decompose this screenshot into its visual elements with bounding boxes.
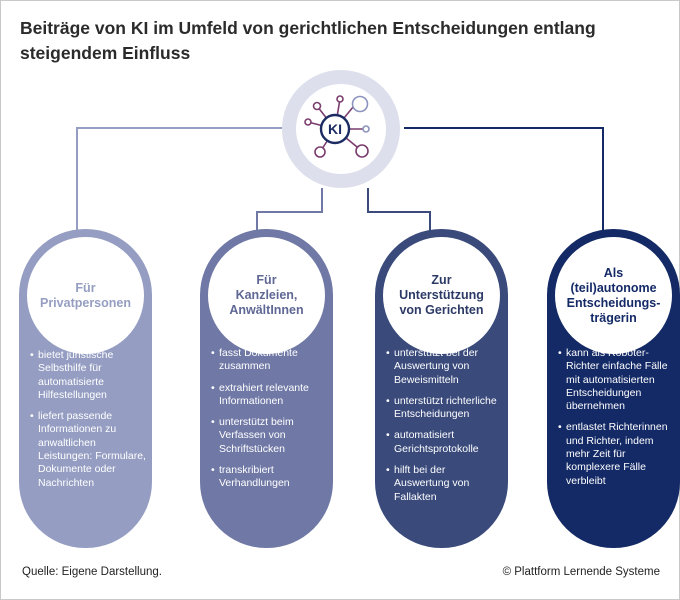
- bullet-list: unterstützt bei der Auswertung von Bewei…: [386, 347, 502, 512]
- column-kanzleien: Für Kanzleien, AnwältInnen fasst Dokumen…: [200, 229, 333, 548]
- bullet-item: hilft bei der Auswertung von Fallakten: [386, 464, 502, 504]
- column-heading-line: Für: [75, 280, 96, 295]
- title-line-2: steigendem Einfluss: [20, 43, 191, 63]
- bullet-item: kann als Roboter-Richter einfache Fälle …: [558, 347, 674, 413]
- bullet-item: fasst Dokumente zusammen: [211, 347, 327, 374]
- bullet-item: unterstützt beim Verfassen von Schriftst…: [211, 416, 327, 456]
- column-heading-line: Für: [256, 273, 277, 287]
- source-note: Quelle: Eigene Darstellung.: [22, 566, 162, 578]
- ki-core-circle: [319, 113, 351, 145]
- figure-title: Beiträge von KI im Umfeld von gerichtlic…: [20, 16, 640, 66]
- column-heading-circle: Für Kanzleien, AnwältInnen: [208, 237, 325, 354]
- bullet-item: entlastet Richterinnen und Richter, inde…: [558, 421, 674, 487]
- bullet-item: unterstützt richterliche Entscheidungen: [386, 395, 502, 422]
- column-entscheidungstraegerin: Als (teil)autonome Entscheidungs- träger…: [547, 229, 680, 548]
- column-heading-circle: Zur Unterstützung von Gerichten: [383, 237, 500, 354]
- connector-left: [76, 127, 288, 232]
- copyright-note: © Plattform Lernende Systeme: [502, 566, 660, 578]
- column-heading-line: (teil)autonome: [570, 280, 657, 295]
- bullet-item: automatisiert Gerichtsprotokolle: [386, 429, 502, 456]
- column-heading-line: Unterstützung: [399, 288, 484, 302]
- connector-inner-right: [367, 188, 431, 232]
- bullet-item: unterstützt bei der Auswertung von Bewei…: [386, 347, 502, 387]
- bullet-list: fasst Dokumente zusammen extrahiert rele…: [211, 347, 327, 499]
- bullet-item: bietet juristische Selbsthilfe für autom…: [30, 349, 146, 402]
- bullet-item: liefert passende Informationen zu anwalt…: [30, 410, 146, 490]
- column-heading-line: von Gerichten: [399, 303, 484, 317]
- column-heading-circle: Für Privatpersonen: [27, 237, 144, 354]
- column-heading-line: Zur: [431, 273, 452, 287]
- title-line-1: Beiträge von KI im Umfeld von gerichtlic…: [20, 18, 596, 38]
- column-heading-line: Privatpersonen: [39, 295, 131, 310]
- connector-right: [404, 127, 604, 232]
- column-gerichte: Zur Unterstützung von Gerichten unterstü…: [375, 229, 508, 548]
- column-privatpersonen: Für Privatpersonen bietet juristische Se…: [19, 229, 152, 548]
- bullet-item: transkribiert Verhandlungen: [211, 464, 327, 491]
- ki-hub: KI: [282, 70, 400, 188]
- column-heading-line: Kanzleien,: [235, 288, 298, 302]
- column-heading-line: Als: [603, 265, 624, 280]
- ki-label: KI: [328, 121, 342, 137]
- column-heading-circle: Als (teil)autonome Entscheidungs- träger…: [555, 237, 672, 354]
- bullet-list: bietet juristische Selbsthilfe für autom…: [30, 349, 146, 498]
- network-node-large: [351, 95, 369, 113]
- connector-inner-left: [256, 188, 323, 232]
- bullet-list: kann als Roboter-Richter einfache Fälle …: [558, 347, 674, 496]
- bullet-item: extrahiert relevante Informationen: [211, 382, 327, 409]
- column-heading-line: trägerin: [590, 310, 637, 325]
- column-heading-line: Entscheidungs-: [566, 295, 661, 310]
- column-heading-line: AnwältInnen: [229, 303, 304, 317]
